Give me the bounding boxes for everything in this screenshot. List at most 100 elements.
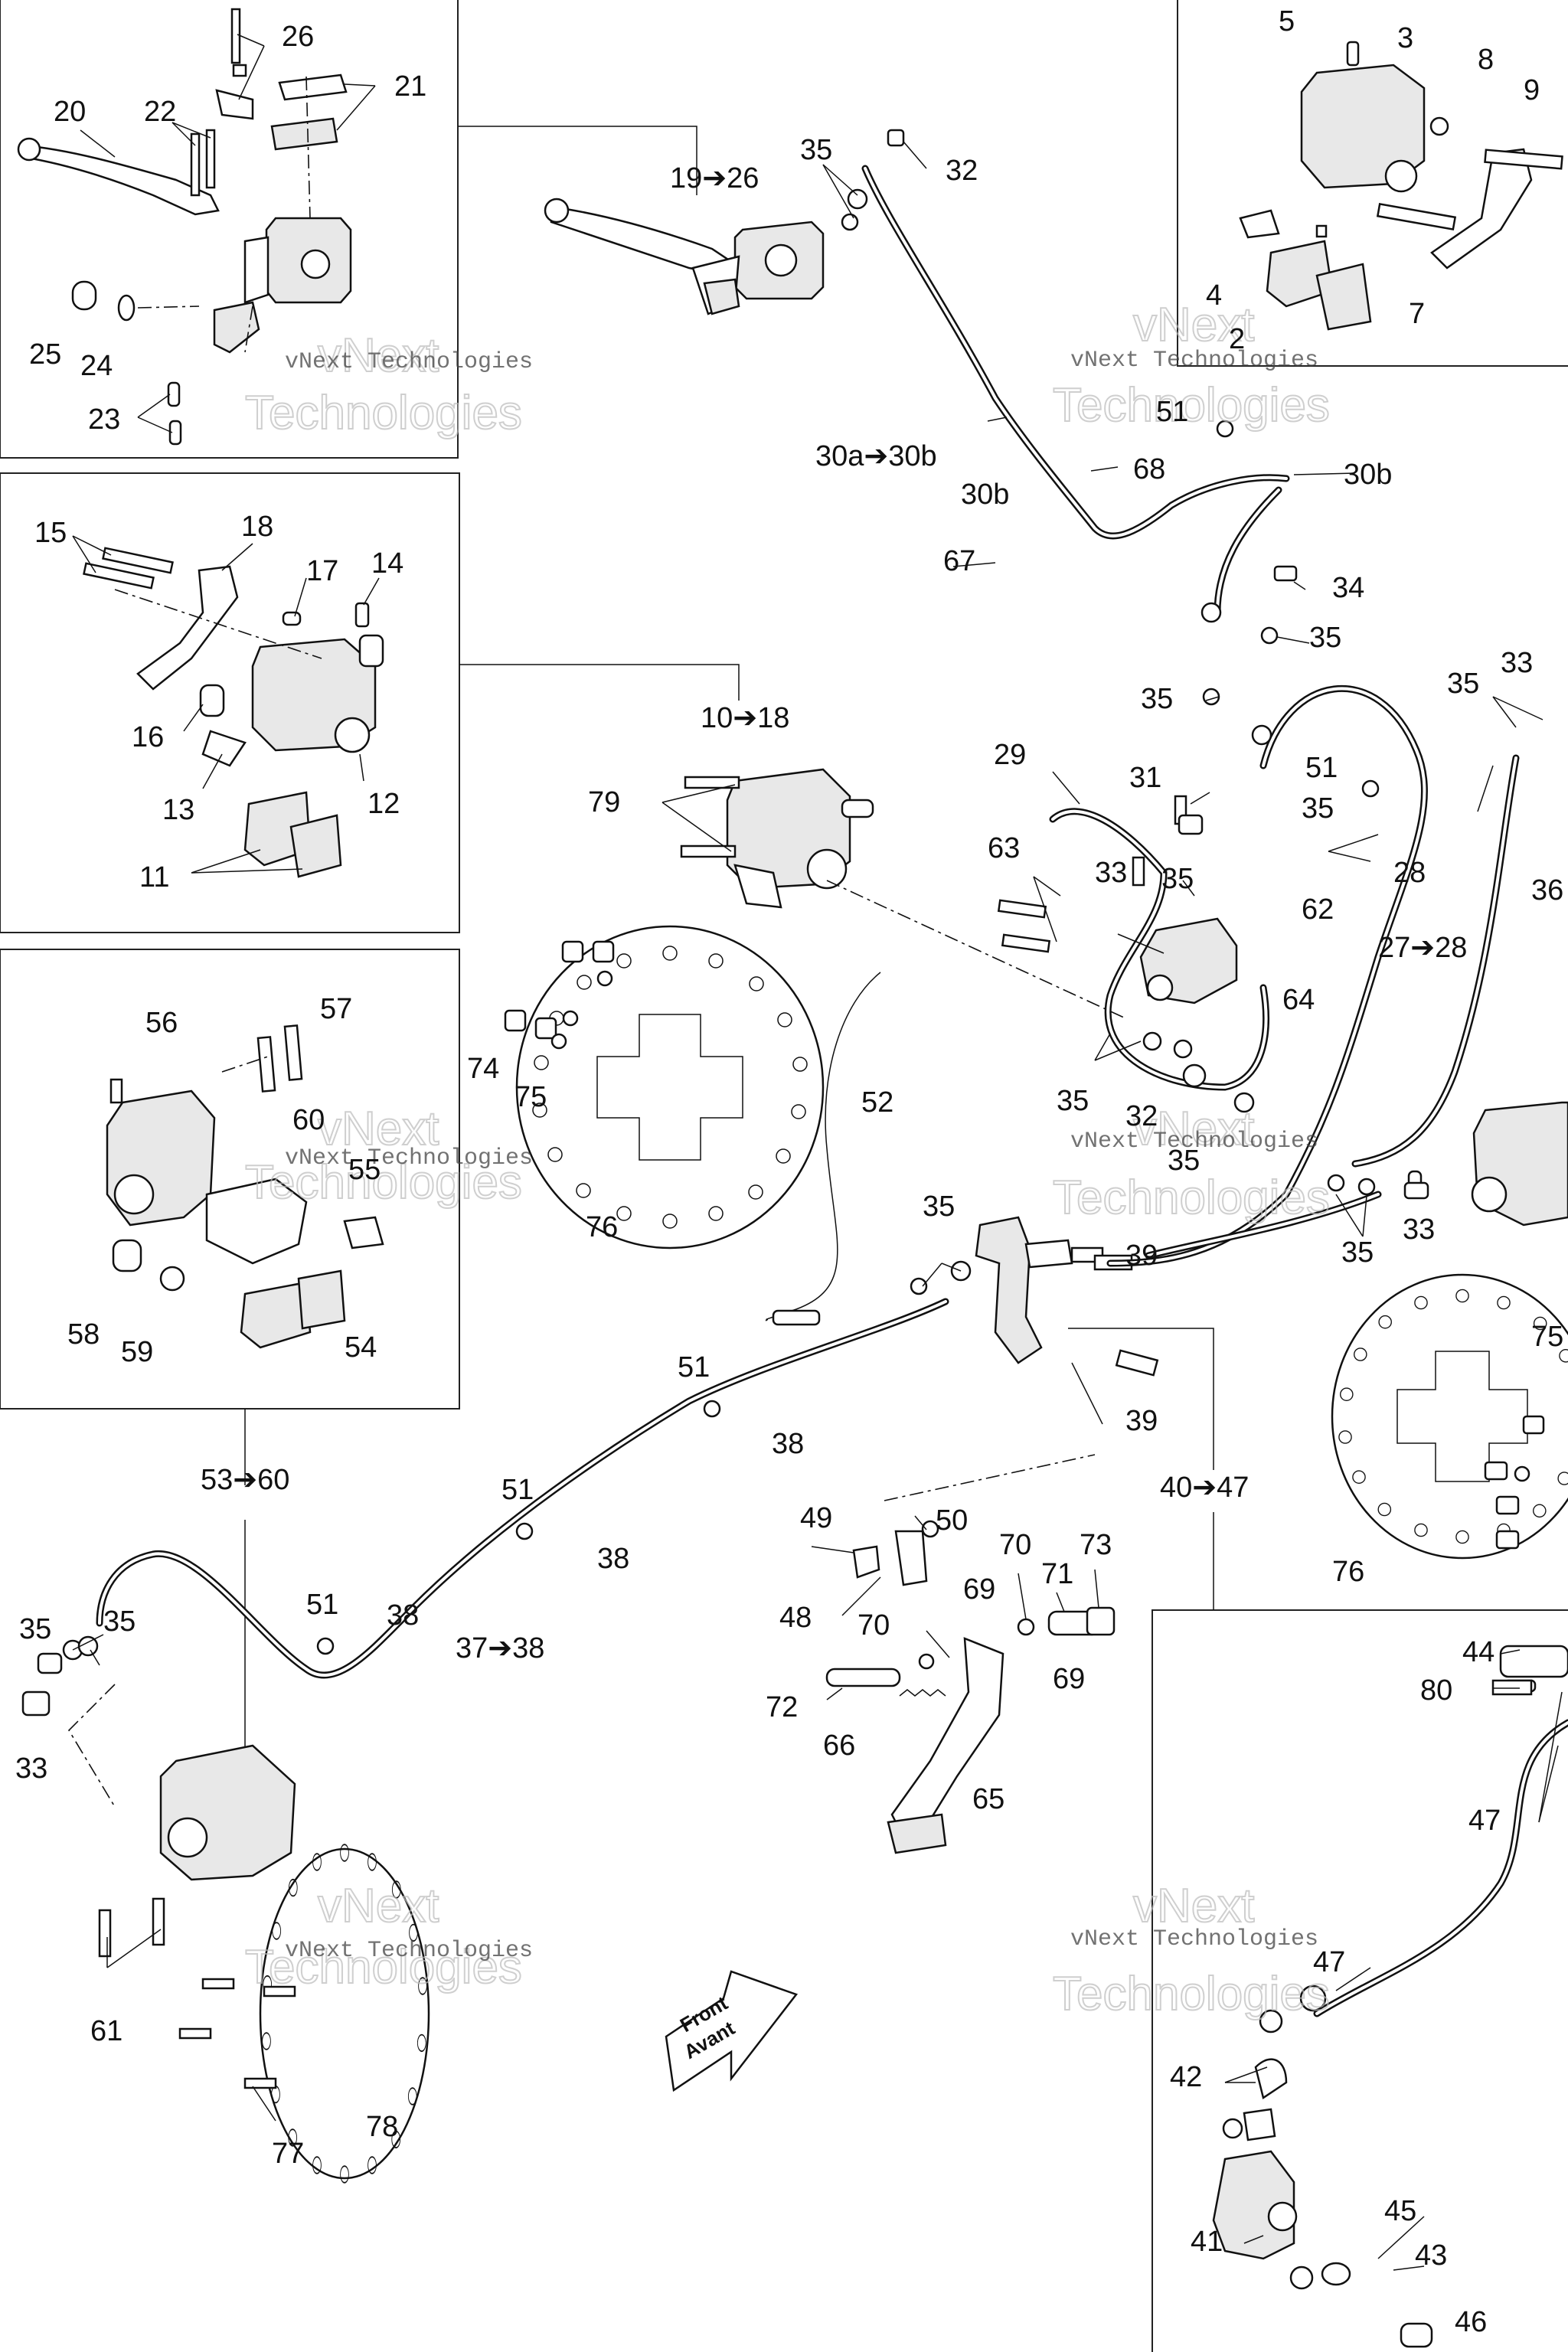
callout-34: 34 bbox=[1332, 572, 1364, 604]
callout-30b: 30b bbox=[961, 479, 1009, 511]
front-right-caliper-exploded bbox=[1239, 41, 1563, 331]
watermark-large: vNext bbox=[1133, 1880, 1254, 1932]
callout-43: 43 bbox=[1415, 2239, 1447, 2272]
callout-51: 51 bbox=[1156, 396, 1188, 428]
callout-79: 79 bbox=[588, 786, 620, 818]
callout-35: 35 bbox=[1309, 622, 1341, 654]
callout-42: 42 bbox=[1170, 2061, 1202, 2093]
callout-41: 41 bbox=[1191, 2226, 1223, 2258]
callout-39: 39 bbox=[1125, 1240, 1158, 1272]
inset-front-left-caliper-box bbox=[0, 472, 460, 933]
brake-proportioning-valve bbox=[997, 795, 1238, 1004]
callout-49: 49 bbox=[800, 1502, 832, 1534]
callout-39: 39 bbox=[1125, 1405, 1158, 1437]
callout-33: 33 bbox=[1095, 857, 1127, 889]
rear-master-cylinder-main bbox=[1212, 1645, 1568, 2348]
watermark-large: Technologies bbox=[245, 1941, 522, 1994]
front-left-caliper-main bbox=[680, 768, 874, 909]
callout-35: 35 bbox=[1161, 863, 1194, 895]
handlebar-master-cylinder-exploded bbox=[17, 8, 352, 446]
callout-30b: 30b bbox=[1344, 459, 1392, 491]
callout-25: 25 bbox=[29, 338, 61, 371]
callout-55: 55 bbox=[348, 1154, 381, 1186]
watermark-small: vNext Technologies bbox=[285, 349, 533, 375]
callout-77: 77 bbox=[272, 2138, 304, 2170]
callout-29: 29 bbox=[994, 739, 1026, 771]
callout-27-28: 27➔28 bbox=[1378, 932, 1467, 964]
callout-10-18: 10➔18 bbox=[701, 702, 789, 734]
callout-74: 74 bbox=[467, 1053, 499, 1085]
callout-61: 61 bbox=[90, 2015, 122, 2047]
watermark-large: vNext bbox=[318, 1102, 439, 1155]
callout-35: 35 bbox=[19, 1613, 51, 1645]
callout-45: 45 bbox=[1384, 2195, 1416, 2227]
callout-11: 11 bbox=[139, 861, 169, 893]
watermark-large: Technologies bbox=[1053, 379, 1330, 432]
callout-labels: 20 22 26 21 25 24 23 15 18 17 14 16 12 1… bbox=[15, 5, 1563, 2338]
callout-53-60: 53➔60 bbox=[201, 1464, 289, 1496]
leader-inset-2 bbox=[459, 664, 740, 701]
callout-54: 54 bbox=[345, 1331, 377, 1364]
callout-75: 75 bbox=[514, 1081, 547, 1113]
front-right-brake-disc bbox=[1331, 1273, 1568, 1560]
callout-20: 20 bbox=[54, 96, 86, 128]
callout-24: 24 bbox=[80, 350, 113, 382]
callout-30a-30b: 30a➔30b bbox=[815, 440, 937, 472]
brake-pedal-assembly bbox=[825, 1454, 1116, 1854]
watermark-large: Technologies bbox=[1053, 1171, 1330, 1224]
callout-76: 76 bbox=[586, 1211, 618, 1243]
callout-8: 8 bbox=[1478, 44, 1494, 76]
callout-leaders bbox=[72, 34, 1563, 2271]
callout-38: 38 bbox=[387, 1599, 419, 1632]
callout-35: 35 bbox=[923, 1191, 955, 1223]
callout-38: 38 bbox=[597, 1543, 629, 1575]
callout-50: 50 bbox=[936, 1504, 968, 1537]
watermark-group: vNext Technologies vNext Technologies vN… bbox=[244, 298, 1331, 2021]
callout-35: 35 bbox=[1141, 683, 1173, 715]
callout-33: 33 bbox=[15, 1753, 47, 1785]
watermark-large: Technologies bbox=[245, 1156, 522, 1209]
callout-72: 72 bbox=[766, 1691, 798, 1723]
callout-51: 51 bbox=[678, 1351, 710, 1383]
callout-46: 46 bbox=[1455, 2306, 1487, 2338]
callout-56: 56 bbox=[145, 1007, 178, 1039]
callout-35: 35 bbox=[1341, 1236, 1374, 1269]
callout-15: 15 bbox=[34, 517, 67, 549]
brake-hoses bbox=[96, 165, 1568, 2017]
watermark-small: vNext Technologies bbox=[1070, 1926, 1318, 1952]
callout-3: 3 bbox=[1397, 22, 1413, 54]
callout-47: 47 bbox=[1468, 1805, 1501, 1837]
front-direction-arrow: Front Avant bbox=[665, 1970, 799, 2092]
callout-19-26: 19➔26 bbox=[670, 162, 759, 194]
callout-35: 35 bbox=[1447, 668, 1479, 700]
callout-5: 5 bbox=[1279, 5, 1295, 38]
callout-31: 31 bbox=[1129, 762, 1161, 794]
callout-9: 9 bbox=[1524, 74, 1540, 106]
callout-32: 32 bbox=[1125, 1100, 1158, 1132]
inset-rear-master-cylinder-box bbox=[1152, 1609, 1568, 2352]
callout-67: 67 bbox=[943, 545, 975, 577]
rear-brake-disc bbox=[259, 1844, 430, 2184]
callout-62: 62 bbox=[1302, 893, 1334, 926]
callout-40-47: 40➔47 bbox=[1160, 1472, 1249, 1504]
front-left-caliper-exploded bbox=[83, 547, 384, 878]
watermark-large: vNext bbox=[318, 1880, 439, 1932]
callout-36: 36 bbox=[1531, 874, 1563, 906]
callout-32: 32 bbox=[946, 155, 978, 187]
watermark-small: vNext Technologies bbox=[1070, 1129, 1318, 1155]
callout-35: 35 bbox=[1168, 1145, 1200, 1177]
callout-51: 51 bbox=[306, 1589, 338, 1621]
callout-44: 44 bbox=[1462, 1636, 1494, 1668]
callout-21: 21 bbox=[394, 70, 426, 103]
callout-68: 68 bbox=[1133, 453, 1165, 485]
callout-48: 48 bbox=[779, 1602, 812, 1634]
callout-59: 59 bbox=[121, 1336, 153, 1368]
callout-69: 69 bbox=[963, 1573, 995, 1606]
callout-37-38: 37➔38 bbox=[456, 1632, 544, 1664]
callout-63: 63 bbox=[988, 832, 1020, 864]
leader-inset-1 bbox=[458, 126, 697, 195]
front-left-brake-disc bbox=[515, 925, 825, 1250]
callout-35: 35 bbox=[1302, 792, 1334, 825]
callout-16: 16 bbox=[132, 721, 164, 753]
callout-26: 26 bbox=[282, 21, 314, 53]
